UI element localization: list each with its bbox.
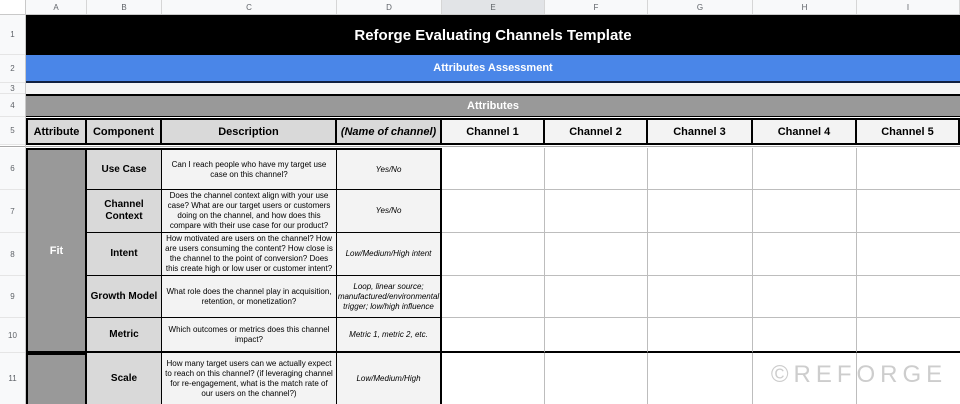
description-cell[interactable]: What role does the channel play in acqui… [162, 276, 337, 318]
table-header-row: Attribute Component Description (Name of… [26, 117, 960, 145]
empty-row[interactable] [26, 83, 960, 94]
channel-5-cell[interactable] [857, 233, 960, 276]
row-header-1[interactable]: 1 [0, 15, 25, 55]
channel-2-cell[interactable] [545, 276, 648, 318]
table-row-channel-context: Channel Context Does the channel context… [26, 190, 960, 233]
channel-3-cell[interactable] [648, 318, 753, 353]
channel-5-cell[interactable] [857, 148, 960, 190]
row-header-4[interactable]: 4 [0, 94, 25, 117]
channel-2-cell[interactable] [545, 233, 648, 276]
column-header-d[interactable]: D [337, 0, 442, 14]
name-of-channel-cell[interactable]: Yes/No [337, 148, 442, 190]
column-header-e-selected[interactable]: E [442, 0, 545, 14]
channel-5-cell[interactable] [857, 190, 960, 233]
header-attribute[interactable]: Attribute [26, 118, 87, 145]
header-channel-5[interactable]: Channel 5 [855, 118, 960, 145]
column-header-a[interactable]: A [26, 0, 87, 14]
header-channel-4[interactable]: Channel 4 [751, 118, 857, 145]
description-cell[interactable]: Can I reach people who have my target us… [162, 148, 337, 190]
row-number-gutter: 1 2 3 4 5 6 7 8 9 10 11 [0, 15, 26, 404]
row-header-3[interactable]: 3 [0, 83, 25, 94]
channel-4-cell[interactable] [753, 190, 857, 233]
description-cell[interactable]: How motivated are users on the channel? … [162, 233, 337, 276]
row-header-10[interactable]: 10 [0, 318, 25, 353]
component-cell[interactable]: Intent [87, 233, 162, 276]
attribute-group-fit-cell[interactable]: Fit [26, 148, 87, 353]
channel-2-cell[interactable] [545, 190, 648, 233]
name-of-channel-cell[interactable]: Yes/No [337, 190, 442, 233]
channel-4-cell[interactable] [753, 233, 857, 276]
header-channel-3[interactable]: Channel 3 [646, 118, 753, 145]
table-row-intent: Intent How motivated are users on the ch… [26, 233, 960, 276]
name-of-channel-cell[interactable]: Low/Medium/High intent [337, 233, 442, 276]
row-header-5[interactable]: 5 [0, 117, 25, 145]
row-header-11[interactable]: 11 [8, 374, 17, 383]
title-banner-cell[interactable]: Reforge Evaluating Channels Template [26, 15, 960, 55]
table-row-use-case: Use Case Can I reach people who have my … [26, 148, 960, 190]
channel-1-cell[interactable] [442, 318, 545, 353]
section-banner-cell[interactable]: Attributes Assessment [26, 55, 960, 83]
channel-3-cell[interactable] [648, 276, 753, 318]
attribute-group-next-cell-partial[interactable] [26, 353, 87, 404]
header-channel-1[interactable]: Channel 1 [440, 118, 545, 145]
table-row-metric: Metric Which outcomes or metrics does th… [26, 318, 960, 353]
name-of-channel-cell[interactable]: Loop, linear source; manufactured/enviro… [337, 276, 442, 318]
component-cell[interactable]: Growth Model [87, 276, 162, 318]
column-header-f[interactable]: F [545, 0, 648, 14]
column-header-c[interactable]: C [162, 0, 337, 14]
sheet-grid: Reforge Evaluating Channels Template Att… [26, 15, 960, 404]
row-header-2[interactable]: 2 [0, 55, 25, 83]
channel-1-cell[interactable] [442, 190, 545, 233]
row-header-8[interactable]: 8 [0, 233, 25, 276]
select-all-corner[interactable] [0, 0, 26, 14]
component-cell[interactable]: Use Case [87, 148, 162, 190]
name-of-channel-cell[interactable]: Low/Medium/High [337, 353, 442, 404]
channel-3-cell[interactable] [648, 148, 753, 190]
description-cell[interactable]: Does the channel context align with your… [162, 190, 337, 233]
channel-1-cell[interactable] [442, 233, 545, 276]
component-cell[interactable]: Scale [87, 353, 162, 404]
column-header-i[interactable]: I [857, 0, 960, 14]
channel-1-cell[interactable] [442, 353, 545, 404]
channel-1-cell[interactable] [442, 148, 545, 190]
component-cell[interactable]: Metric [87, 318, 162, 353]
channel-4-cell[interactable] [753, 276, 857, 318]
channel-4-cell[interactable] [753, 148, 857, 190]
channel-5-cell[interactable] [857, 276, 960, 318]
channel-2-cell[interactable] [545, 318, 648, 353]
header-description[interactable]: Description [160, 118, 337, 145]
table-row-scale: Scale How many target users can we actua… [26, 353, 960, 404]
description-cell[interactable]: How many target users can we actually ex… [162, 353, 337, 404]
channel-5-cell[interactable] [857, 353, 960, 404]
header-channel-2[interactable]: Channel 2 [543, 118, 648, 145]
column-header-b[interactable]: B [87, 0, 162, 14]
component-cell[interactable]: Channel Context [87, 190, 162, 233]
column-header-h[interactable]: H [753, 0, 857, 14]
row-header-6[interactable]: 6 [0, 148, 25, 190]
channel-5-cell[interactable] [857, 318, 960, 353]
channel-3-cell[interactable] [648, 353, 753, 404]
channel-4-cell[interactable] [753, 353, 857, 404]
row-header-9[interactable]: 9 [0, 276, 25, 318]
channel-3-cell[interactable] [648, 190, 753, 233]
header-name-of-channel[interactable]: (Name of channel) [335, 118, 442, 145]
channel-3-cell[interactable] [648, 233, 753, 276]
frozen-rows-divider-grid [26, 145, 960, 148]
table-row-growth-model: Growth Model What role does the channel … [26, 276, 960, 318]
header-component[interactable]: Component [85, 118, 162, 145]
description-cell[interactable]: Which outcomes or metrics does this chan… [162, 318, 337, 353]
row-header-7[interactable]: 7 [0, 190, 25, 233]
channel-1-cell[interactable] [442, 276, 545, 318]
name-of-channel-cell[interactable]: Metric 1, metric 2, etc. [337, 318, 442, 353]
attributes-group-header-cell[interactable]: Attributes [26, 94, 960, 117]
channel-2-cell[interactable] [545, 353, 648, 404]
channel-2-cell[interactable] [545, 148, 648, 190]
column-header-strip: A B C D E F G H I [0, 0, 960, 15]
frozen-rows-divider [0, 145, 25, 148]
channel-4-cell[interactable] [753, 318, 857, 353]
column-header-g[interactable]: G [648, 0, 753, 14]
